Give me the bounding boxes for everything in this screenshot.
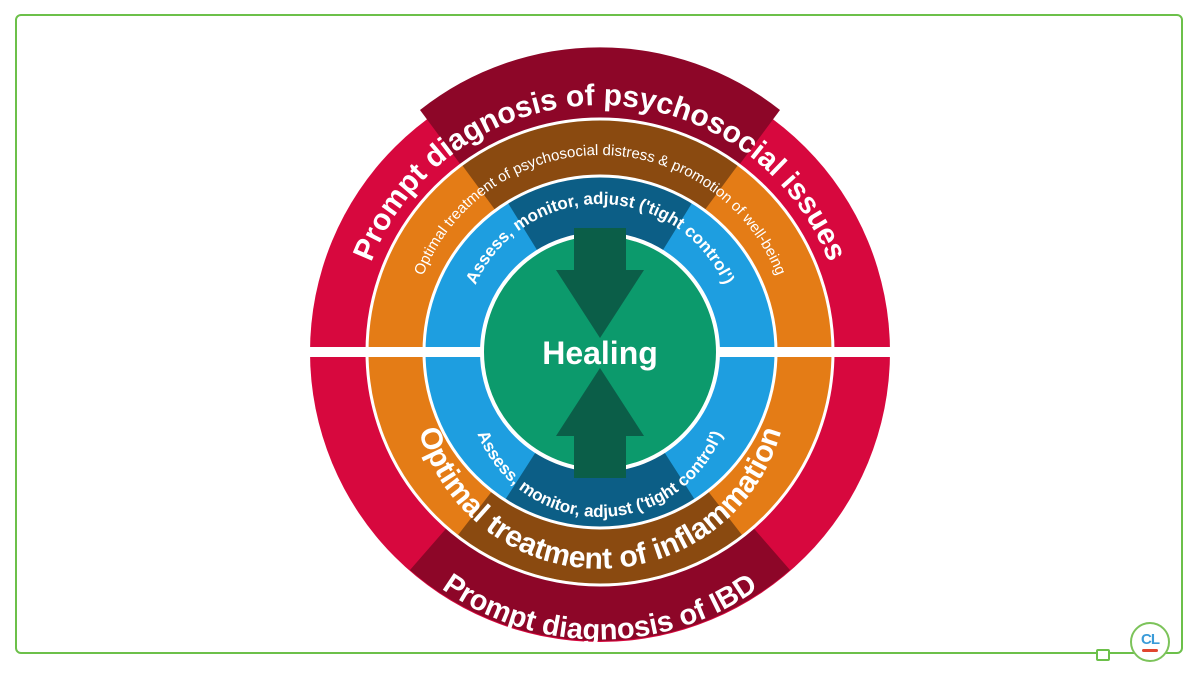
center-label: Healing [542, 335, 658, 371]
plug-icon [1096, 649, 1110, 661]
slide-frame [15, 14, 1183, 654]
logo-bar [1142, 649, 1158, 652]
down-arrow-icon [556, 228, 644, 338]
up-arrow-icon [556, 368, 644, 478]
logo-text: CL [1141, 631, 1160, 648]
logo: CL [1130, 622, 1170, 662]
